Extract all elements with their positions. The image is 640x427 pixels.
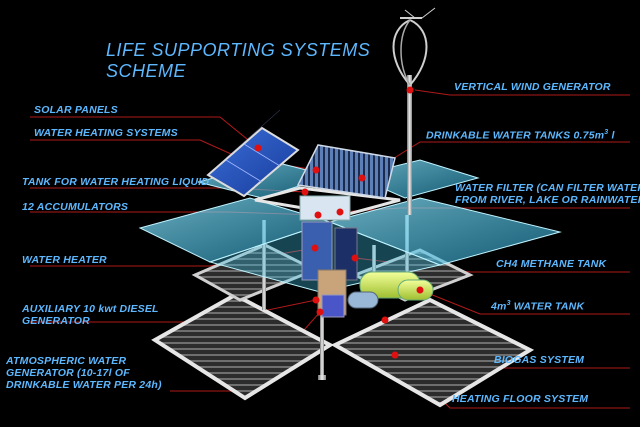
leader-solar-panels	[30, 116, 259, 149]
solar-panel	[206, 109, 300, 198]
tanks	[347, 271, 434, 309]
label-drinkable-text: DRINKABLE WATER TANKS 0.75m	[426, 129, 605, 142]
marker-dots	[254, 86, 424, 359]
title-line-1: LIFE SUPPORTING SYSTEMS	[106, 40, 371, 60]
marker-filter	[336, 208, 344, 216]
central-equipment	[299, 195, 358, 318]
label-vertical-wind: VERTICAL WIND GENERATOR	[454, 81, 611, 93]
marker-drinkable	[358, 174, 366, 182]
label-solar-panels: SOLAR PANELS	[34, 104, 118, 116]
title-line-2: SCHEME	[106, 61, 187, 81]
label-atmospheric-line-2: GENERATOR (10-17l OF	[6, 367, 130, 379]
label-tank-heating-liquid: TANK FOR WATER HEATING LIQUID	[22, 176, 210, 188]
label-atmospheric-line-1: ATMOSPHERIC WATER	[6, 355, 127, 367]
label-water-tank-pre: 4m	[491, 300, 507, 313]
wind-generator	[392, 7, 436, 215]
marker-solar-panels	[254, 144, 262, 152]
label-water-heating-systems: WATER HEATING SYSTEMS	[34, 127, 178, 139]
marker-wind	[406, 86, 414, 94]
label-atmospheric-line-3: DRINKABLE WATER PER 24h)	[6, 379, 162, 391]
marker-water-tank	[416, 286, 424, 294]
label-filter-line-2: FROM RIVER, LAKE OR RAINWATER)	[455, 194, 640, 206]
page-title: LIFE SUPPORTING SYSTEMS SCHEME	[106, 40, 370, 82]
label-drinkable-sup: 3	[604, 129, 609, 136]
marker-biogas	[381, 316, 389, 324]
marker-accumulators	[314, 211, 322, 219]
label-atmospheric-generator: ATMOSPHERIC WATER GENERATOR (10-17l OF D…	[6, 355, 162, 391]
marker-water-heater	[311, 244, 319, 252]
label-drinkable-tanks: DRINKABLE WATER TANKS 0.75m3 l	[426, 127, 615, 142]
leader-water-tank	[419, 289, 630, 315]
label-heating-floor: HEATING FLOOR SYSTEM	[452, 393, 589, 405]
label-accumulators: 12 ACCUMULATORS	[22, 201, 129, 213]
marker-diesel	[312, 296, 320, 304]
solar-water-heater	[296, 144, 396, 199]
label-diesel-line-2: GENERATOR	[22, 315, 90, 327]
label-filter-line-1: WATER FILTER (CAN FILTER WATER	[455, 182, 640, 194]
label-diesel-line-1: AUXILIARY 10 kwt DIESEL	[22, 303, 159, 315]
label-methane-tank: CH4 METHANE TANK	[496, 258, 607, 270]
marker-tank-heating	[301, 188, 309, 196]
label-water-tank: 4m3 WATER TANK	[491, 298, 584, 313]
label-water-filter: WATER FILTER (CAN FILTER WATER FROM RIVE…	[455, 182, 640, 206]
label-water-tank-sup: 3	[506, 300, 511, 307]
label-biogas: BIOGAS SYSTEM	[494, 354, 585, 366]
marker-atmospheric	[316, 308, 324, 316]
leader-wind	[414, 89, 630, 96]
label-water-tank-post: WATER TANK	[510, 300, 585, 313]
label-diesel-generator: AUXILIARY 10 kwt DIESEL GENERATOR	[22, 303, 159, 327]
marker-methane	[351, 254, 359, 262]
marker-water-heating	[312, 166, 320, 174]
label-water-heater: WATER HEATER	[22, 254, 107, 266]
label-drinkable-unit: l	[608, 129, 615, 142]
marker-heating-floor	[391, 351, 399, 359]
